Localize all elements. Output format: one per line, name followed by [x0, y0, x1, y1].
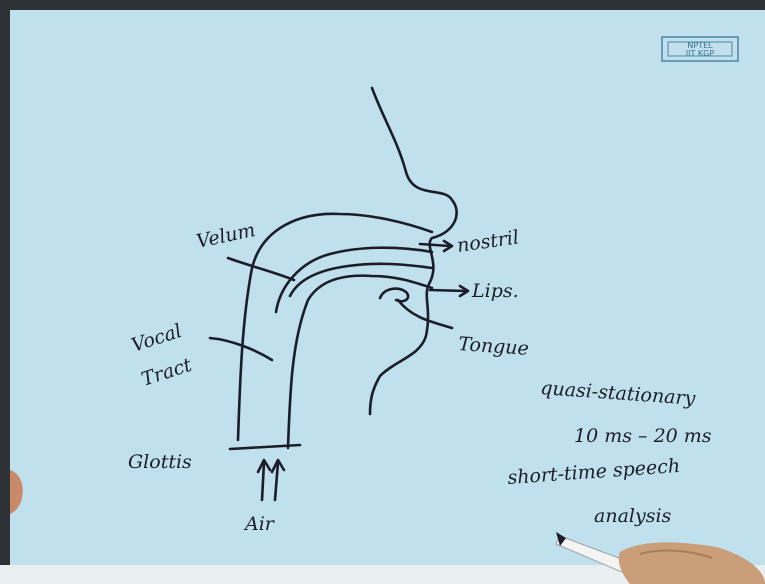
note-analysis: analysis [594, 505, 672, 527]
logo-line-2: IIT KGP [686, 49, 715, 58]
velum-pointer [228, 258, 294, 280]
left-edge-thumb [10, 470, 23, 514]
note-time-range: 10 ms – 20 ms [574, 425, 712, 447]
pen-hand-image [556, 532, 765, 584]
pharynx-inner-wall [288, 276, 432, 448]
air-arrows [258, 460, 284, 500]
velum-inner-curve [290, 264, 432, 296]
logo-watermark: NPTEL IIT KGP [662, 37, 738, 61]
tongue-pointer [398, 300, 452, 328]
nostril-pointer [420, 244, 450, 246]
label-velum: Velum [194, 219, 257, 253]
glottis-line [230, 445, 300, 449]
note-quasi-stationary: quasi-stationary [540, 377, 697, 410]
note-short-time-speech: short-time speech [507, 455, 681, 489]
label-glottis: Glottis [128, 451, 192, 473]
tongue-shape [380, 289, 408, 302]
label-nostril: nostril [456, 226, 521, 256]
lips-pointer [430, 290, 466, 291]
label-vocal: Vocal [129, 320, 185, 357]
label-tongue: Tongue [458, 333, 530, 360]
label-air: Air [243, 513, 276, 535]
label-lips: Lips. [471, 280, 519, 302]
label-tract: Tract [139, 354, 195, 391]
